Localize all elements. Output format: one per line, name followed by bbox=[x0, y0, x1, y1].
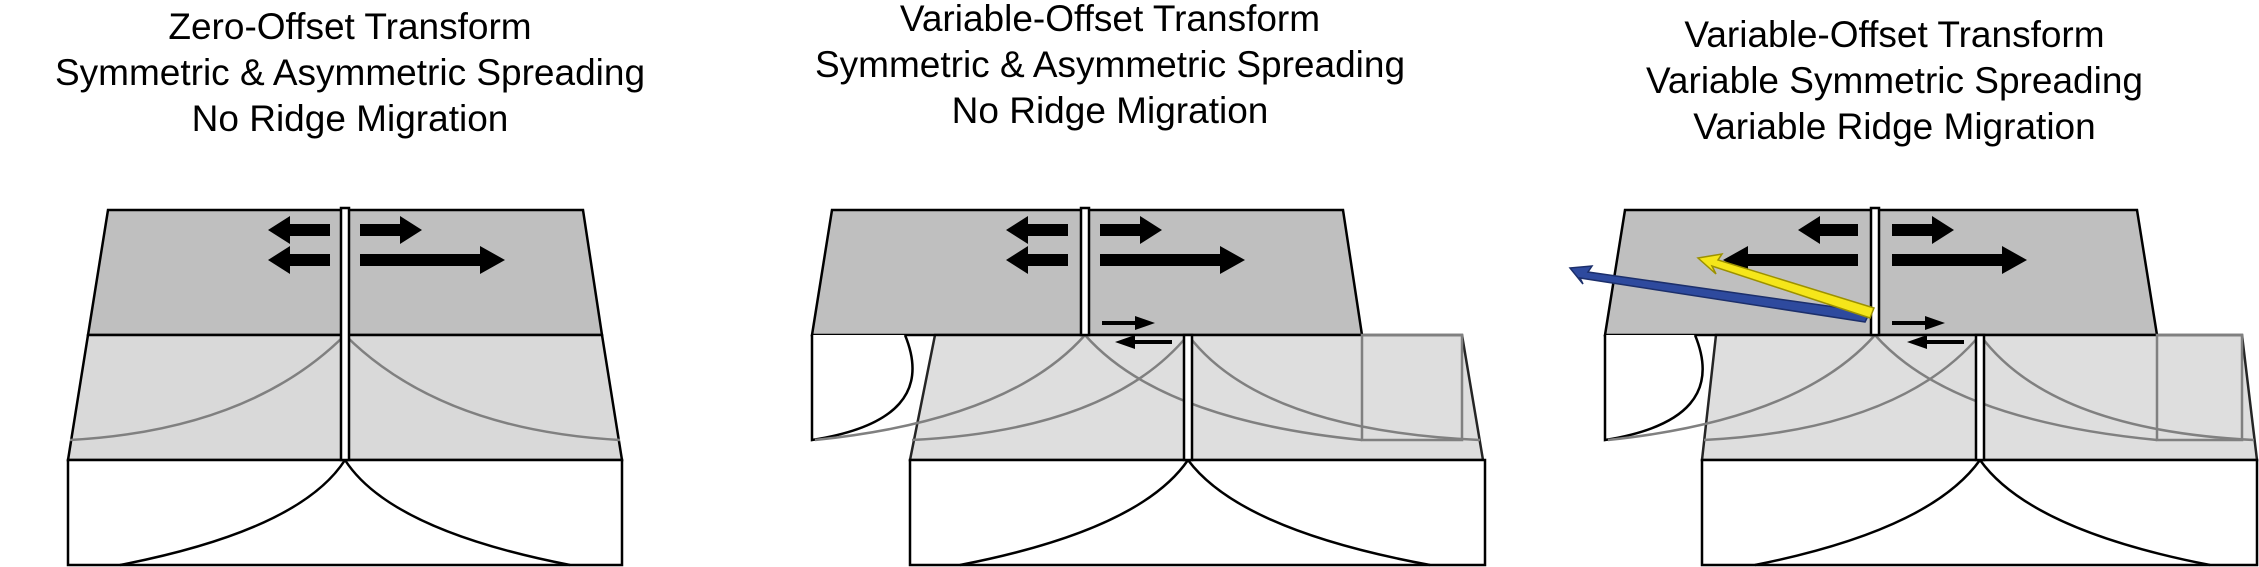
spreading-arrows bbox=[268, 216, 505, 274]
panel-title: Variable-Offset Transform Symmetric & As… bbox=[740, 0, 1480, 134]
offset-outline bbox=[1360, 333, 1464, 442]
lithosphere-curve-right bbox=[1978, 459, 2211, 567]
title-line-1: Variable-Offset Transform bbox=[1684, 14, 2105, 55]
isochron-front-right bbox=[1187, 334, 1481, 442]
shear-arrow-right-icon bbox=[1892, 316, 1945, 330]
shear-arrow-right-icon bbox=[1102, 316, 1155, 330]
shear-arrow-left-icon bbox=[1907, 335, 1964, 349]
spreading-arrows bbox=[1723, 216, 2027, 274]
arrow-right-icon bbox=[1892, 216, 1954, 244]
title-line-2: Symmetric & Asymmetric Spreading bbox=[54, 52, 646, 93]
arrow-left-icon bbox=[1006, 246, 1068, 274]
isochron-left bbox=[1607, 334, 1876, 442]
transform-shear-arrows bbox=[1102, 316, 1172, 349]
panel-variable-offset-no-migration: Variable-Offset Transform Symmetric & As… bbox=[740, 0, 1487, 567]
spreading-ridge-front bbox=[1974, 333, 1986, 462]
cross-section-front bbox=[66, 458, 624, 567]
migration-arrow-blue-icon bbox=[1568, 265, 1872, 323]
spreading-ridge-front bbox=[1182, 333, 1194, 462]
arrow-right-icon bbox=[360, 246, 505, 274]
zero-offset-block-diagram bbox=[66, 206, 624, 567]
migration-arrow-yellow-icon bbox=[1696, 252, 1875, 319]
migration-block-diagram bbox=[1568, 206, 2259, 567]
lithosphere-curve-left bbox=[119, 459, 347, 567]
spreading-ridge-back bbox=[1079, 206, 1091, 337]
title-line-1: Zero-Offset Transform bbox=[168, 6, 532, 47]
arrow-left-icon bbox=[1798, 216, 1858, 244]
lithosphere-curve-left bbox=[959, 459, 1190, 567]
spreading-arrows bbox=[1006, 216, 1245, 274]
panel-title: Variable-Offset Transform Variable Symme… bbox=[1530, 12, 2259, 150]
lithosphere-curve-right bbox=[1186, 459, 1431, 567]
shear-arrow-left-icon bbox=[1115, 335, 1172, 349]
offset-outline bbox=[2155, 333, 2244, 442]
arrow-right-icon bbox=[1892, 246, 2027, 274]
cross-section-back bbox=[810, 334, 914, 442]
panel-title: Zero-Offset Transform Symmetric & Asymme… bbox=[0, 4, 700, 142]
title-line-3: No Ridge Migration bbox=[951, 90, 1269, 131]
isochron-front-left bbox=[1703, 334, 1981, 442]
cross-section-back bbox=[1603, 334, 1704, 442]
title-line-1: Variable-Offset Transform bbox=[899, 0, 1321, 39]
title-line-2: Symmetric & Asymmetric Spreading bbox=[814, 44, 1406, 85]
arrow-right-icon bbox=[360, 216, 422, 244]
lithosphere-curve-right bbox=[343, 459, 571, 567]
title-line-2: Variable Symmetric Spreading bbox=[1646, 60, 2143, 101]
title-line-3: Variable Ridge Migration bbox=[1693, 106, 2096, 147]
transform-shear-arrows bbox=[1892, 316, 1964, 349]
isochron-right bbox=[344, 334, 621, 442]
plate-surface-back bbox=[1603, 208, 2159, 337]
isochron-front-left bbox=[911, 334, 1189, 442]
panel-zero-offset: Zero-Offset Transform Symmetric & Asymme… bbox=[0, 0, 700, 567]
panel-variable-offset-migration: Variable-Offset Transform Variable Symme… bbox=[1530, 0, 2259, 567]
arrow-left-icon bbox=[1723, 246, 1858, 274]
spreading-ridge-back bbox=[1869, 206, 1881, 337]
isochron-left bbox=[69, 334, 346, 442]
isochron-front-right bbox=[1978, 334, 2255, 442]
arrow-left-icon bbox=[268, 246, 330, 274]
spreading-ridge bbox=[339, 206, 351, 462]
arrow-left-icon bbox=[268, 216, 330, 244]
arrow-right-icon bbox=[1100, 246, 1245, 274]
arrow-left-icon bbox=[1006, 216, 1068, 244]
variable-offset-block-diagram bbox=[810, 206, 1487, 567]
arrow-right-icon bbox=[1100, 216, 1162, 244]
title-line-3: No Ridge Migration bbox=[191, 98, 509, 139]
isochron-left bbox=[814, 334, 1086, 442]
lithosphere-curve-left bbox=[1754, 459, 1982, 567]
